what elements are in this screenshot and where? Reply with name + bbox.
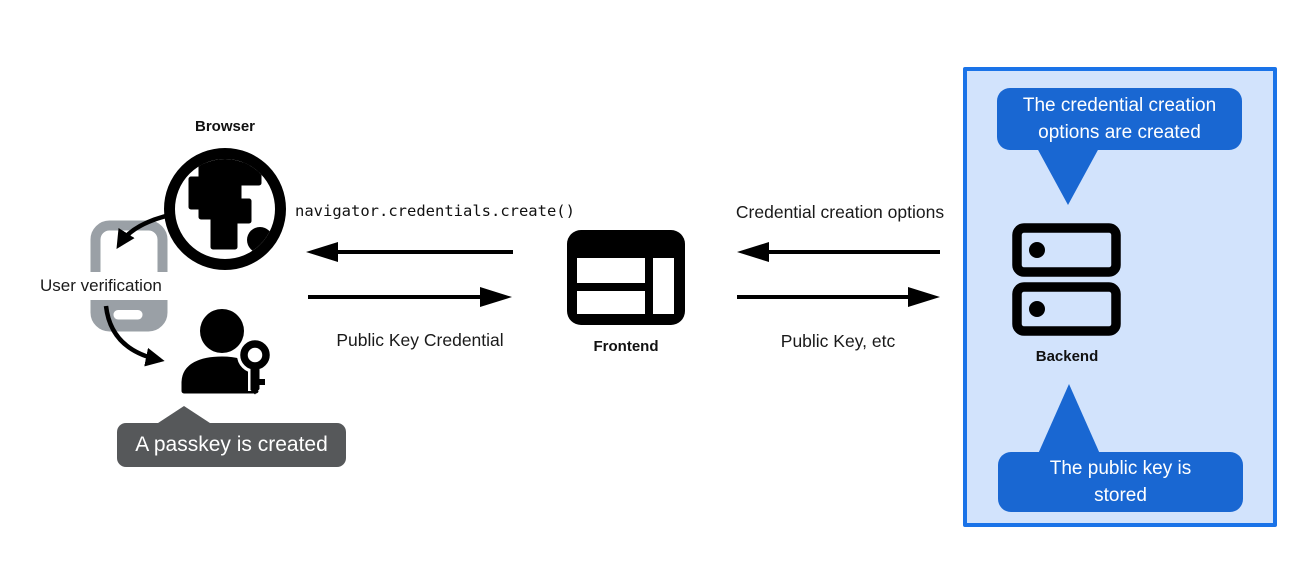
public-key-stored-bubble: The public key is stored	[998, 452, 1243, 512]
arrow-create-left	[306, 242, 513, 262]
public-key-etc-label: Public Key, etc	[780, 331, 896, 351]
globe-icon	[164, 148, 286, 270]
bubble-line: options are created	[1038, 122, 1201, 143]
arrow-public-key-credential-right	[308, 287, 512, 307]
frontend-label: Frontend	[593, 338, 659, 355]
create-call-label: navigator.credentials.create()	[295, 202, 575, 220]
server-stack-icon	[1012, 223, 1121, 336]
bubble-line: stored	[1094, 485, 1147, 506]
credential-options-bubble: The credential creation options are crea…	[997, 88, 1242, 150]
person-key-icon	[181, 309, 273, 395]
arrow-public-key-right	[737, 287, 940, 307]
public-key-credential-label: Public Key Credential	[336, 330, 504, 350]
key-icon	[240, 340, 270, 395]
browser-window-icon	[567, 230, 685, 325]
bubble-line: The credential creation	[1022, 95, 1217, 116]
arrow-credential-options-left	[737, 242, 940, 262]
passkey-created-tooltip: A passkey is created	[117, 423, 346, 467]
browser-label: Browser	[194, 118, 256, 135]
credential-creation-options-label: Credential creation options	[735, 202, 945, 222]
user-verification-label: User verification	[32, 272, 170, 300]
tooltip-label: A passkey is created	[135, 433, 328, 456]
backend-label: Backend	[1035, 348, 1099, 365]
bubble-line: The public key is	[1049, 458, 1192, 479]
